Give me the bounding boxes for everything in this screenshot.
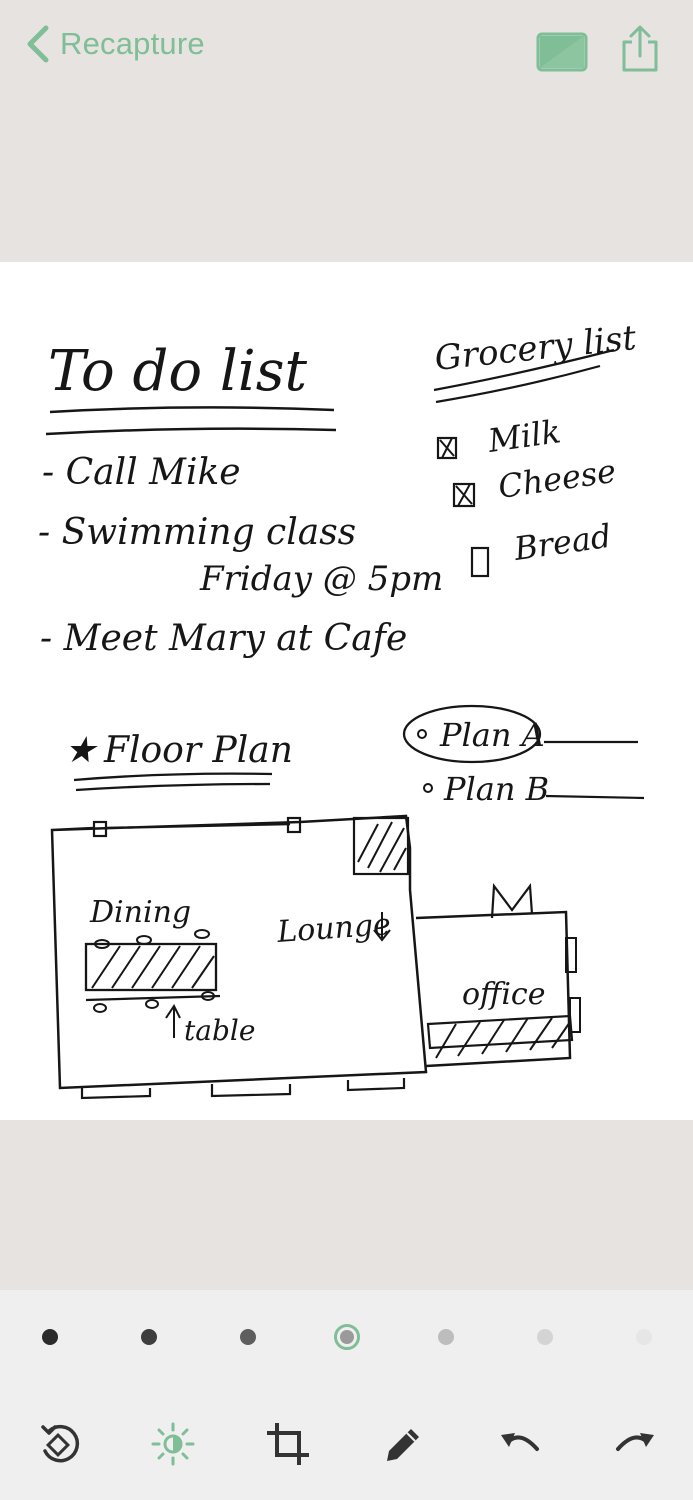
filter-selector — [0, 1316, 693, 1358]
rotate-icon — [41, 1424, 80, 1463]
filter-dot-4-selected[interactable] — [326, 1316, 368, 1358]
filter-dot-3[interactable] — [227, 1316, 269, 1358]
todo-item-2-detail: Friday @ 5pm — [199, 559, 443, 599]
todo-item-2: - Swimming class — [38, 512, 356, 553]
note-drawing: To do list - Call Mike - Swimming class … — [38, 318, 645, 1100]
share-button[interactable] — [620, 24, 660, 79]
compare-button[interactable] — [536, 32, 588, 77]
floor-star: ★ — [64, 730, 98, 771]
redo-button[interactable] — [605, 1408, 665, 1480]
filter-dot-5[interactable] — [425, 1316, 467, 1358]
grocery-item-bread: Bread — [511, 517, 614, 568]
room-lounge: Lounge — [275, 907, 392, 950]
markup-button[interactable] — [374, 1408, 434, 1480]
back-label: Recapture — [60, 26, 205, 61]
todo-title: To do list — [48, 339, 307, 404]
share-icon — [622, 25, 658, 72]
top-bar: Recapture — [0, 0, 693, 262]
redo-icon — [616, 1433, 654, 1451]
plan-a: Plan A — [439, 716, 545, 754]
pencil-icon — [387, 1429, 419, 1461]
chevron-left-icon — [27, 25, 49, 63]
back-button[interactable]: Recapture — [24, 22, 205, 66]
room-table: table — [184, 1014, 255, 1047]
room-dining: Dining — [89, 895, 191, 930]
floor-title: Floor Plan — [103, 730, 293, 771]
rotate-button[interactable] — [30, 1408, 90, 1480]
plan-b: Plan B — [443, 770, 549, 808]
crop-icon — [267, 1423, 309, 1465]
edit-toolbar — [0, 1408, 693, 1480]
room-office: office — [462, 977, 545, 1012]
filter-dot-6[interactable] — [524, 1316, 566, 1358]
brightness-button[interactable] — [143, 1408, 203, 1480]
brightness-icon — [151, 1422, 195, 1466]
crop-button[interactable] — [258, 1408, 318, 1480]
undo-button[interactable] — [490, 1408, 550, 1480]
edit-panel — [0, 1290, 693, 1500]
filter-dot-7[interactable] — [623, 1316, 665, 1358]
todo-item-3: - Meet Mary at Cafe — [40, 618, 407, 659]
filter-dot-2[interactable] — [128, 1316, 170, 1358]
grocery-item-milk: Milk — [485, 412, 563, 460]
grocery-item-cheese: Cheese — [496, 452, 618, 506]
filter-dot-1[interactable] — [29, 1316, 71, 1358]
todo-item-1: - Call Mike — [42, 452, 241, 493]
image-background — [0, 1120, 693, 1290]
undo-icon — [501, 1433, 539, 1451]
compare-icon — [536, 32, 588, 72]
scanned-note-image: To do list - Call Mike - Swimming class … — [0, 262, 693, 1120]
